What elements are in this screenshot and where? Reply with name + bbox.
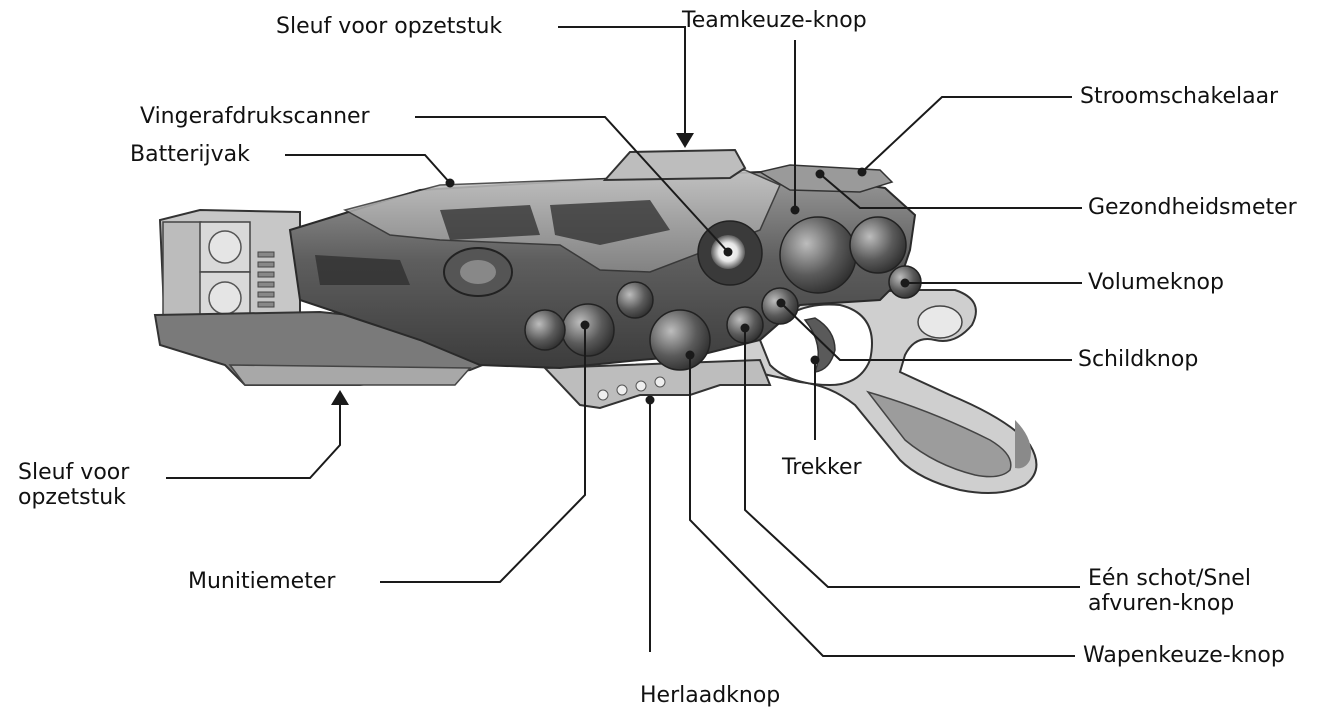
label-volume-button: Volumeknop — [1088, 270, 1224, 296]
label-power-switch: Stroomschakelaar — [1080, 84, 1278, 110]
ammo-meter-dome — [562, 304, 614, 356]
label-slot-bottom: Sleuf voor opzetstuk — [18, 460, 129, 510]
arrow-down-icon — [676, 133, 694, 148]
label-single-rapid-line1: Eén schot/Snel — [1088, 566, 1251, 591]
arrow-up-icon — [331, 390, 349, 405]
label-slot-top: Sleuf voor opzetstuk — [276, 14, 502, 40]
label-shield-button: Schildknop — [1078, 347, 1198, 373]
label-health-meter: Gezondheidsmeter — [1088, 195, 1297, 221]
label-trigger: Trekker — [782, 455, 862, 481]
weapon-select-dome — [650, 310, 710, 370]
label-ammo-meter: Munitiemeter — [188, 569, 335, 595]
label-team-select: Teamkeuze-knop — [682, 8, 867, 34]
label-battery-compartment: Batterijvak — [130, 142, 250, 168]
top-slot-plate — [605, 150, 745, 180]
label-reload-button: Herlaadknop — [640, 683, 780, 709]
label-single-rapid-line2: afvuren-knop — [1088, 591, 1251, 616]
label-weapon-select: Wapenkeuze-knop — [1083, 643, 1285, 669]
label-fingerprint-scanner: Vingerafdrukscanner — [140, 104, 370, 130]
label-slot-bottom-line2: opzetstuk — [18, 485, 129, 510]
label-slot-bottom-line1: Sleuf voor — [18, 460, 129, 485]
label-single-rapid-button: Eén schot/Snel afvuren-knop — [1088, 566, 1251, 616]
team-select-dome — [780, 217, 856, 293]
